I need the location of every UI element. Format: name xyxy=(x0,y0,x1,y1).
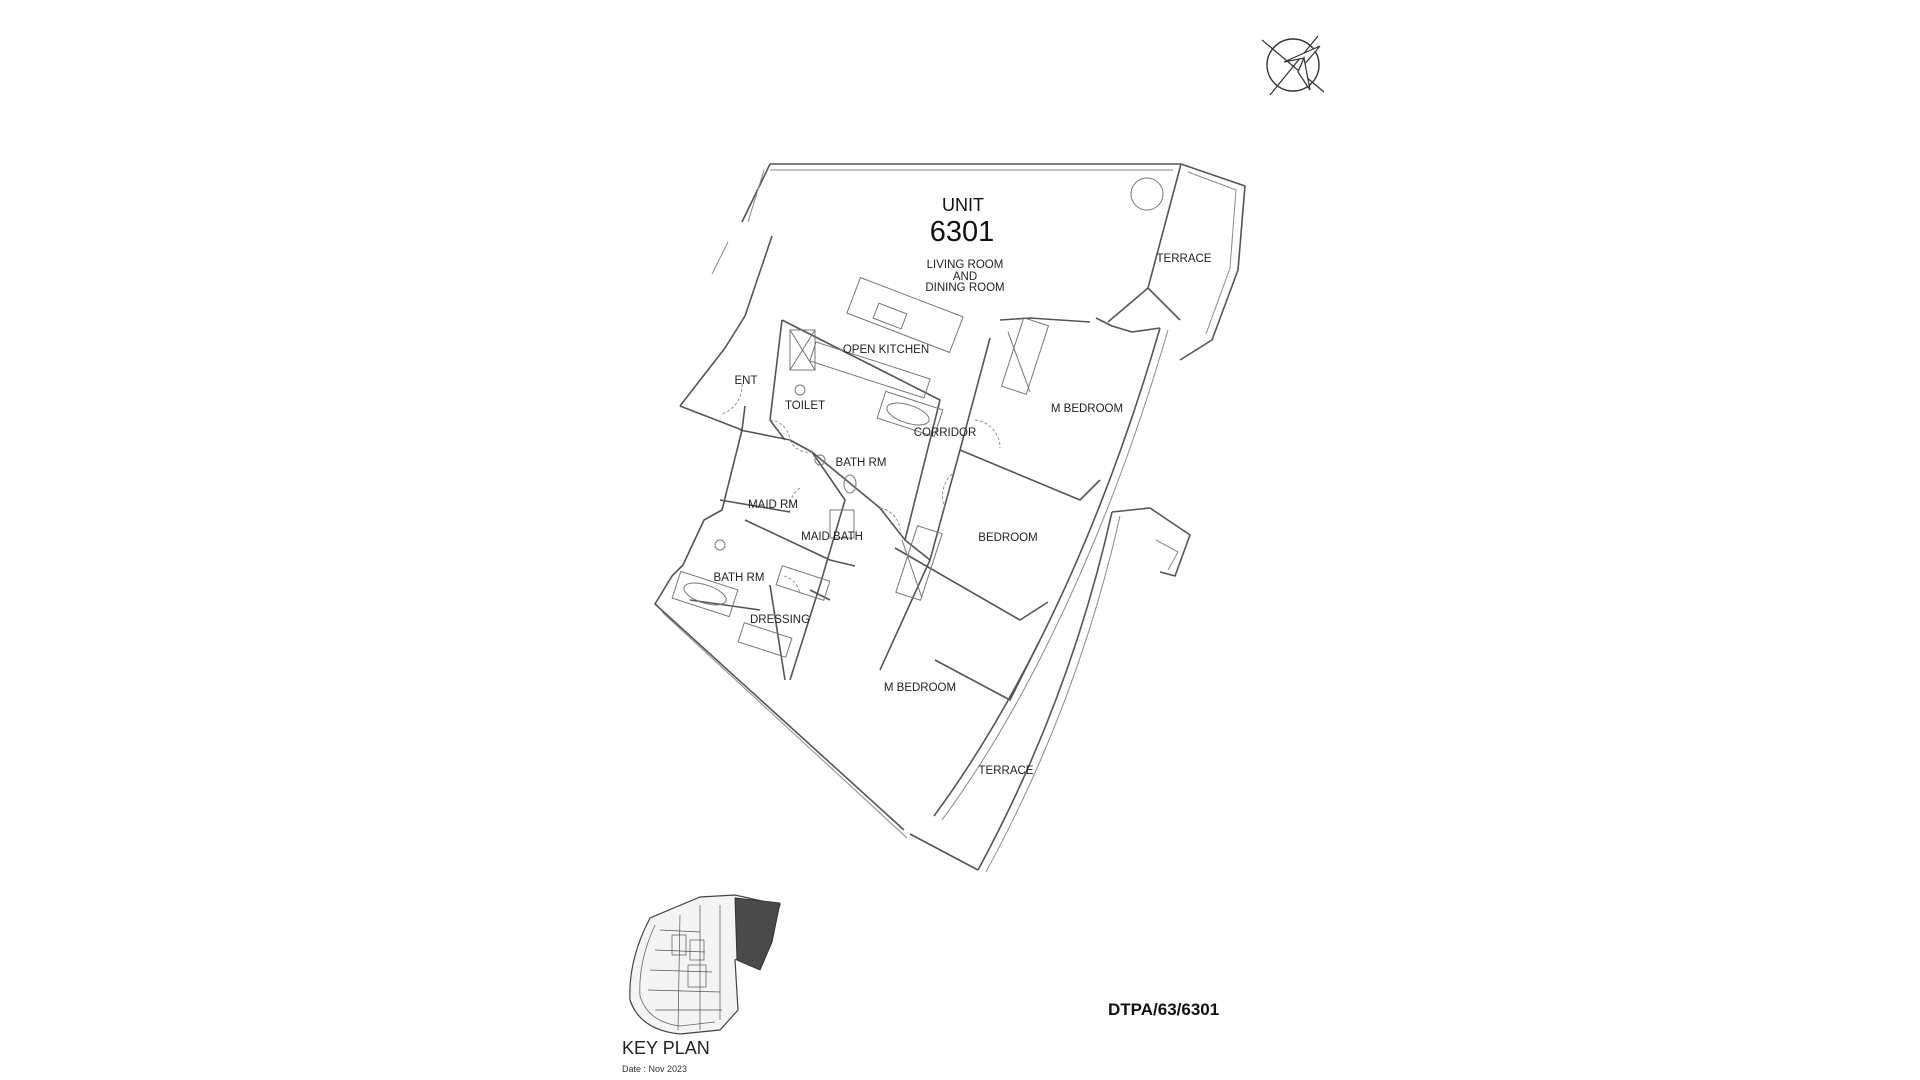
compass-north-arrow-icon xyxy=(1261,35,1325,96)
room-label-living-3: DINING ROOM xyxy=(925,282,1004,294)
drawing-date: Date : Nov 2023 xyxy=(622,1064,688,1074)
room-label-ent: ENT xyxy=(735,375,758,387)
room-label-open-kitchen: OPEN KITCHEN xyxy=(843,344,929,356)
room-label-m-bedroom-lower: M BEDROOM xyxy=(884,682,956,694)
room-label-dressing: DRESSING xyxy=(750,614,810,626)
room-label-terrace-bottom: TERRACE xyxy=(979,765,1034,777)
room-label-living-1: LIVING ROOM xyxy=(927,259,1004,271)
room-label-bath-rm-upper: BATH RM xyxy=(836,457,887,469)
unit-label: UNIT xyxy=(942,195,984,215)
fixtures xyxy=(671,276,1050,658)
drawing-reference-code: DTPA/63/6301 xyxy=(1108,1000,1220,1019)
room-label-maid-rm: MAID RM xyxy=(748,499,798,511)
key-plan-title: KEY PLAN xyxy=(622,1038,710,1058)
room-label-toilet: TOILET xyxy=(785,400,825,412)
room-label-bath-rm-lower: BATH RM xyxy=(714,572,765,584)
unit-outline xyxy=(654,163,1191,873)
door-swings xyxy=(721,383,1001,595)
room-label-m-bedroom-upper: M BEDROOM xyxy=(1051,403,1123,415)
room-label-terrace-top: TERRACE xyxy=(1157,253,1212,265)
unit-number: 6301 xyxy=(930,216,995,248)
room-label-living-2: AND xyxy=(953,271,977,283)
room-label-bedroom: BEDROOM xyxy=(978,532,1037,544)
key-plan-diagram xyxy=(629,894,781,1035)
room-label-maid-bath: MAID BATH xyxy=(801,531,863,543)
terrace-top-area xyxy=(1095,163,1246,361)
room-label-corridor: CORRIDOR xyxy=(914,427,977,439)
